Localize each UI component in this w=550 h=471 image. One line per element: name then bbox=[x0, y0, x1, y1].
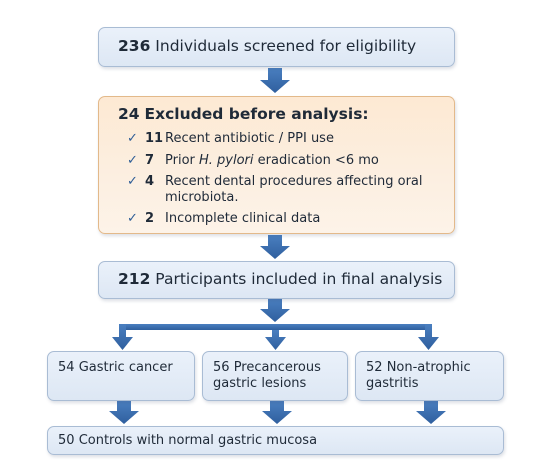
group-text: Precancerous gastric lesions bbox=[213, 360, 321, 391]
group-text: Gastric cancer bbox=[78, 360, 173, 375]
controls-box: 50 Controls with normal gastric mucosa bbox=[47, 426, 504, 455]
screened-box: 236 Individuals screened for eligibility bbox=[98, 27, 455, 67]
exclusion-count: 2 bbox=[145, 211, 155, 226]
arrow-down-icon bbox=[262, 401, 292, 424]
split-connector bbox=[119, 324, 432, 330]
excluded-text: Excluded before analysis: bbox=[144, 105, 369, 123]
check-icon: ✓ bbox=[127, 131, 138, 146]
exclusion-reason-part: eradication <6 mo bbox=[253, 152, 379, 168]
group-text: Non-atrophic gastritis bbox=[366, 360, 471, 391]
excluded-box: 24 Excluded before analysis: ✓ 11 Recent… bbox=[98, 96, 455, 234]
exclusion-reason-part: Prior bbox=[165, 152, 199, 168]
list-item: ✓ 4 Recent dental procedures affecting o… bbox=[127, 174, 444, 205]
group-count: 54 bbox=[58, 360, 75, 375]
exclusion-reason: Incomplete clinical data bbox=[165, 211, 321, 226]
exclusion-reason: Recent dental procedures affecting oral … bbox=[165, 174, 423, 205]
screened-count: 236 bbox=[118, 37, 151, 55]
exclusion-list: ✓ 11 Recent antibiotic / PPI use ✓ 7 Pri… bbox=[127, 131, 444, 233]
exclusion-count: 4 bbox=[145, 174, 155, 189]
check-icon: ✓ bbox=[127, 174, 138, 189]
group-label: 56 Precancerous gastric lesions bbox=[213, 360, 341, 392]
group-count: 52 bbox=[366, 360, 383, 375]
arrow-down-icon bbox=[109, 401, 139, 424]
included-text: Participants included in final analysis bbox=[155, 270, 443, 288]
arrow-down-icon bbox=[112, 324, 133, 350]
excluded-count: 24 bbox=[118, 105, 140, 123]
list-item: ✓ 2 Incomplete clinical data bbox=[127, 211, 444, 227]
group-label: 52 Non-atrophic gastritis bbox=[366, 360, 497, 392]
included-box: 212 Participants included in final analy… bbox=[98, 261, 455, 299]
group-box-gastric-cancer: 54 Gastric cancer bbox=[47, 351, 195, 401]
arrow-down-icon bbox=[265, 330, 286, 350]
group-box-non-atrophic: 52 Non-atrophic gastritis bbox=[355, 351, 504, 401]
list-item: ✓ 7 Prior H. pylori eradication <6 mo bbox=[127, 153, 444, 169]
exclusion-reason-italic: H. pylori bbox=[199, 152, 254, 168]
arrow-down-icon bbox=[260, 299, 290, 322]
screened-label: 236 Individuals screened for eligibility bbox=[118, 37, 416, 55]
arrow-down-icon bbox=[260, 235, 290, 259]
arrow-down-icon bbox=[416, 401, 446, 424]
list-item: ✓ 11 Recent antibiotic / PPI use bbox=[127, 131, 444, 147]
included-count: 212 bbox=[118, 270, 151, 288]
controls-text: Controls with normal gastric mucosa bbox=[78, 433, 318, 448]
check-icon: ✓ bbox=[127, 152, 138, 168]
arrow-down-icon bbox=[260, 68, 290, 93]
exclusion-reason: Prior H. pylori eradication <6 mo bbox=[165, 153, 444, 169]
screened-text: Individuals screened for eligibility bbox=[155, 37, 417, 55]
excluded-heading: 24 Excluded before analysis: bbox=[118, 105, 369, 123]
group-box-precancerous: 56 Precancerous gastric lesions bbox=[202, 351, 348, 401]
controls-count: 50 bbox=[58, 433, 75, 448]
included-label: 212 Participants included in final analy… bbox=[118, 270, 442, 288]
group-label: 54 Gastric cancer bbox=[58, 360, 188, 376]
check-icon: ✓ bbox=[127, 211, 138, 226]
controls-label: 50 Controls with normal gastric mucosa bbox=[58, 433, 317, 449]
exclusion-count: 11 bbox=[145, 131, 164, 146]
group-count: 56 bbox=[213, 360, 230, 375]
exclusion-reason: Recent antibiotic / PPI use bbox=[165, 131, 334, 146]
arrow-down-icon bbox=[418, 324, 439, 350]
exclusion-count: 7 bbox=[145, 152, 155, 168]
